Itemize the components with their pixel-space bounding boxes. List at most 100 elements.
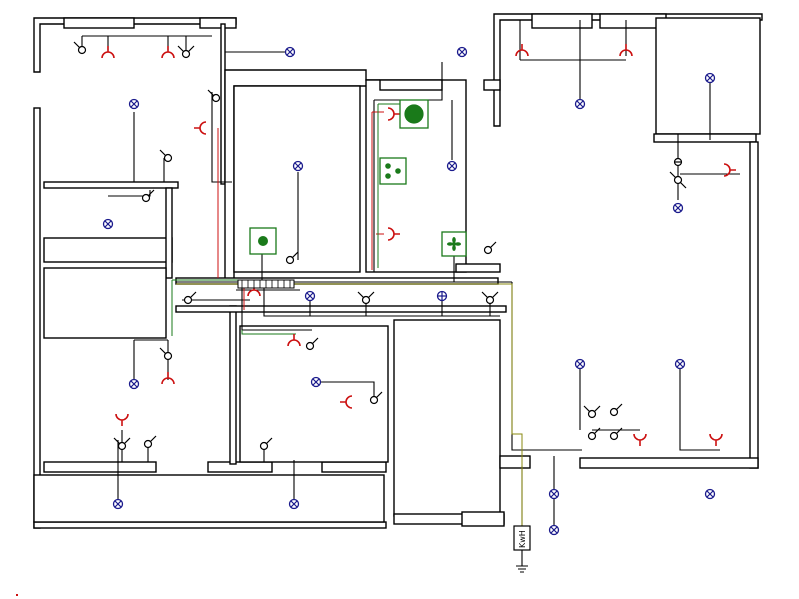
socket-icon — [161, 372, 175, 385]
switch-icon — [183, 291, 197, 305]
socket-panel-icon — [379, 157, 407, 185]
wall-right-top-block — [531, 13, 593, 29]
lamp-icon — [548, 488, 560, 500]
wire-corridor-lamps — [263, 288, 500, 317]
wall-right-entry-left — [483, 79, 501, 91]
wall-room3 — [43, 267, 167, 339]
switch-icon — [583, 405, 601, 419]
socket-icon — [633, 433, 647, 446]
socket-icon — [194, 121, 207, 135]
switch-icon — [159, 347, 173, 361]
switch-icon — [357, 291, 375, 305]
wall-bath-right — [321, 461, 387, 473]
switch-icon — [113, 437, 131, 451]
switch-icon — [73, 41, 87, 55]
lamp-icon — [310, 376, 322, 388]
wire-right-bottom-outlets — [579, 366, 720, 451]
socket-icon — [101, 46, 115, 59]
kwh-meter-label: KwH — [518, 530, 527, 548]
wall-right-outer-top — [493, 13, 763, 127]
ceiling-fan-icon — [249, 227, 277, 255]
lamp-icon — [548, 524, 560, 536]
wire-right-room-center — [677, 80, 740, 200]
wall-right-small-top — [379, 79, 443, 91]
switch-icon — [207, 89, 221, 103]
switch-icon — [143, 435, 157, 449]
socket-icon — [287, 334, 301, 347]
lamp-icon — [304, 290, 316, 302]
wall-kitchen-box — [239, 325, 389, 463]
lamp-icon — [112, 498, 124, 510]
lamp-icon — [436, 290, 448, 302]
lamp-icon — [128, 98, 140, 110]
lamp-icon — [672, 202, 684, 214]
switch-icon — [673, 157, 683, 167]
distribution-board — [237, 279, 295, 289]
ceiling-fan-icon — [441, 231, 467, 257]
wall-room1-bottom — [43, 181, 179, 189]
switch-icon — [609, 427, 623, 441]
wire-room2 — [108, 190, 151, 197]
wire-room1-switch — [211, 92, 232, 183]
switch-icon — [483, 241, 497, 255]
wiring — [81, 20, 740, 573]
lamp-icon — [288, 498, 300, 510]
socket-icon — [619, 44, 633, 57]
wire-left-room — [133, 339, 169, 380]
switch-icon — [141, 189, 155, 203]
switch-icon — [177, 45, 195, 59]
fans — [249, 99, 467, 257]
origin-marker — [16, 594, 18, 596]
wire-neutral-3 — [241, 330, 296, 335]
wall-bath-box — [33, 474, 385, 523]
wall-bath-left — [43, 461, 157, 473]
lamp-icon — [574, 98, 586, 110]
wall-bottom-left — [33, 521, 387, 529]
sockets — [101, 44, 736, 446]
socket-icon — [709, 433, 723, 446]
exhaust-fan-icon — [399, 99, 429, 129]
wall-entry-post — [499, 455, 531, 469]
wire-supply — [176, 283, 523, 526]
wall-entry-stub — [461, 511, 505, 527]
lamp-icon — [446, 160, 458, 172]
wire-right-room-vert — [511, 282, 582, 451]
wire-room1-main — [133, 112, 165, 183]
wall-lobby-partition — [455, 263, 501, 273]
wall-room2-right — [165, 187, 173, 279]
wire-right-small — [373, 62, 453, 272]
switch-icon — [305, 337, 319, 351]
lamp-icon — [284, 46, 296, 58]
lamp-icon — [292, 160, 304, 172]
switch-icon — [481, 291, 499, 305]
switch-icon — [587, 427, 601, 441]
switch-icon — [259, 437, 273, 451]
lamp-icon — [674, 358, 686, 370]
socket-icon — [387, 107, 400, 121]
wall-store-box — [393, 319, 501, 517]
switch-icon — [159, 149, 173, 163]
switch-icon — [609, 403, 623, 417]
switch-icon — [285, 251, 299, 265]
switch-icon — [669, 171, 687, 189]
socket-icon — [340, 395, 353, 409]
lamp-icon — [102, 218, 114, 230]
socket-icon — [515, 44, 529, 57]
socket-icon — [387, 227, 400, 241]
wire-ground — [516, 550, 528, 573]
wall-top-block-a — [63, 17, 135, 29]
wire-right-room-main — [519, 20, 627, 100]
socket-icon — [161, 46, 175, 59]
wire-room1-drop — [81, 35, 212, 50]
walls — [33, 13, 763, 529]
lamp-icon — [704, 488, 716, 500]
wall-corridor-top — [175, 277, 499, 285]
wall-right-vertical — [749, 141, 759, 469]
lamp-icon — [574, 358, 586, 370]
lamp-icon — [704, 72, 716, 84]
socket-icon — [115, 413, 129, 426]
wall-right-bottom — [579, 457, 759, 469]
switches — [73, 41, 687, 451]
wall-right-inner-top — [653, 133, 757, 143]
